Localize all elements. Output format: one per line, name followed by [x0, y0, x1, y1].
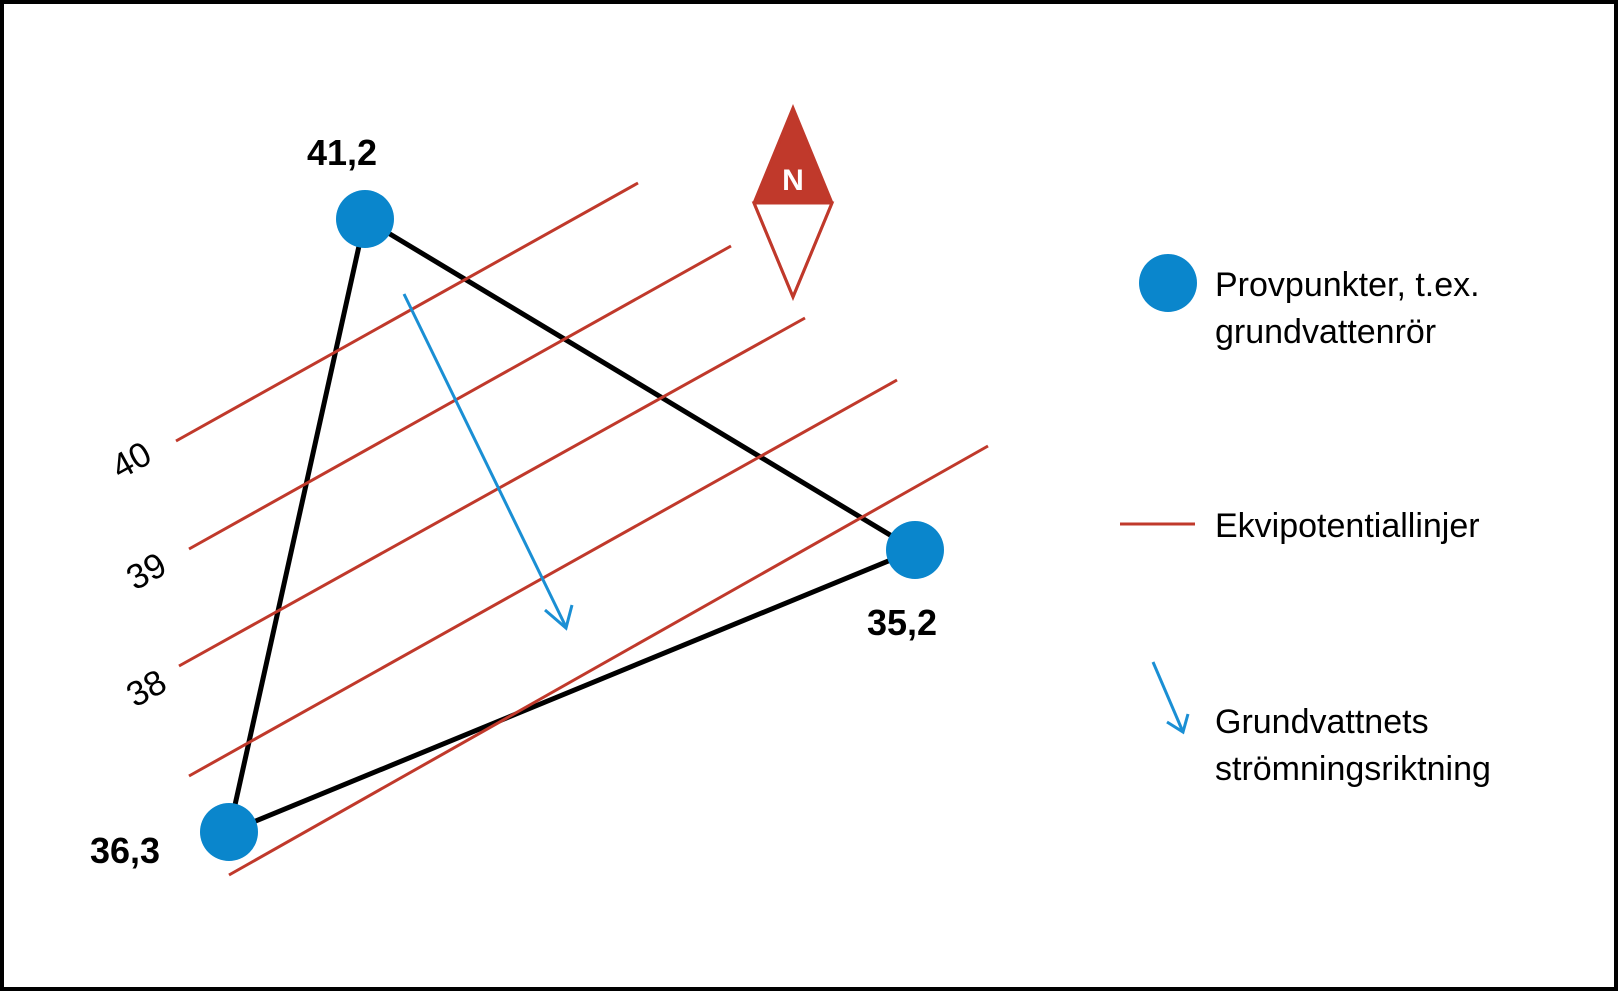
contour-labels: 40 39 38 [105, 434, 173, 715]
equipotential-line [178, 316, 806, 668]
point-label-41-2: 41,2 [307, 132, 377, 173]
north-arrow-icon: N [751, 104, 835, 301]
contour-label-38: 38 [120, 662, 173, 715]
contour-label-40: 40 [105, 434, 158, 487]
legend-flow-line1: Grundvattnets [1215, 703, 1429, 741]
triangle-edge [363, 216, 917, 553]
sample-point [886, 521, 944, 579]
triangle [226, 216, 917, 835]
legend-flow-arrow-icon [1151, 661, 1190, 735]
flow-arrow-head [544, 604, 574, 631]
legend-flow-arrow-shaft [1151, 661, 1185, 733]
legend-points-line1: Provpunkter, t.ex. [1215, 266, 1480, 304]
sample-point [200, 803, 258, 861]
point-label-36-3: 36,3 [90, 830, 160, 871]
legend-flow-line2: strömningsriktning [1215, 750, 1491, 788]
legend: Provpunkter, t.ex. grundvattenrör Ekvipo… [1120, 254, 1491, 788]
compass-north-half [754, 108, 832, 203]
equipotential-line [188, 244, 732, 551]
legend-equipotential-label: Ekvipotentiallinjer [1215, 507, 1480, 545]
triangle-edge [226, 218, 368, 833]
equipotential-line [228, 444, 989, 877]
flow-direction-arrow [402, 293, 574, 631]
flow-arrow-shaft [402, 293, 568, 628]
sample-point [336, 190, 394, 248]
legend-point-icon [1139, 254, 1197, 312]
legend-points-line2: grundvattenrör [1215, 313, 1436, 351]
compass-south-half [751, 201, 835, 301]
compass-outline [752, 104, 834, 301]
compass-letter: N [782, 164, 804, 197]
point-label-35-2: 35,2 [867, 602, 937, 643]
contour-label-39: 39 [120, 545, 173, 598]
equipotential-line [175, 181, 639, 443]
triangle-edge [228, 547, 916, 835]
legend-flow-arrow-head [1166, 713, 1190, 735]
sample-points [200, 190, 944, 861]
